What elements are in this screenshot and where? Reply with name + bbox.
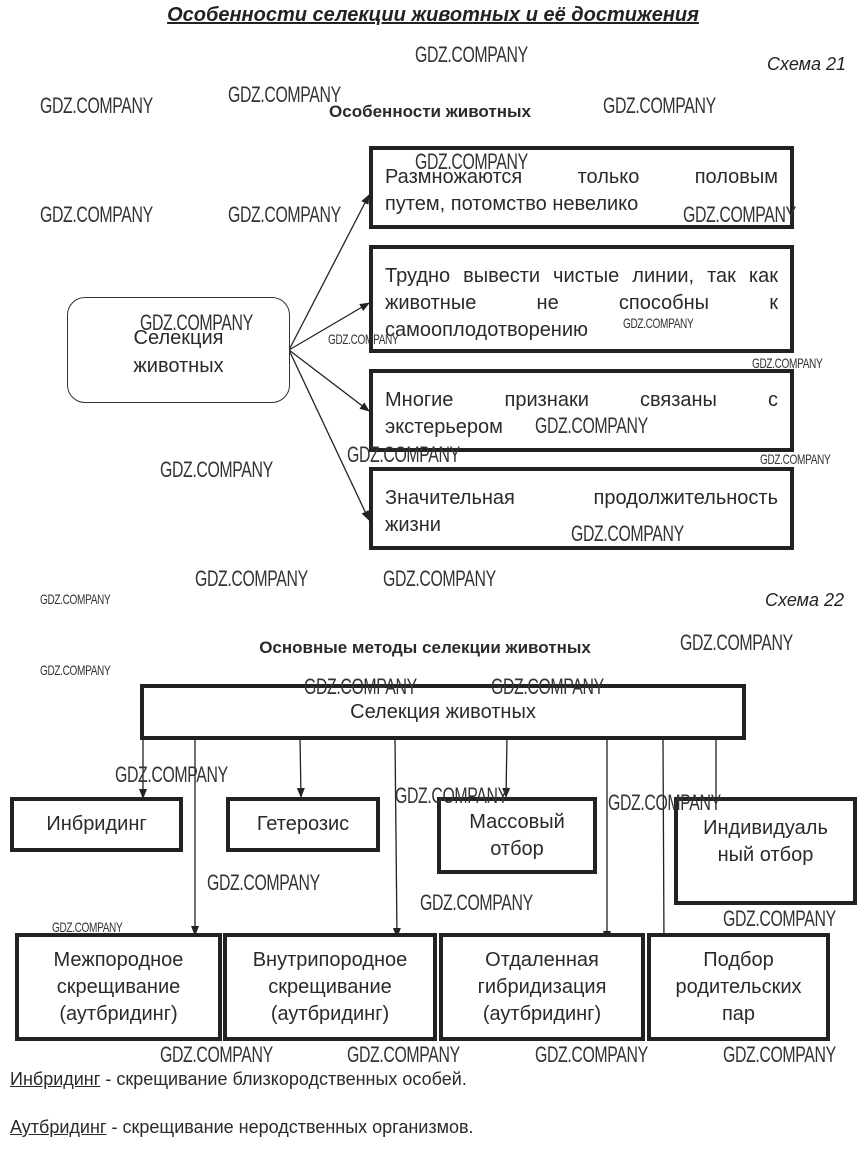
scheme-22-root-node: Селекция животных — [140, 684, 746, 740]
feature-box-3: Многие признаки связаны с экстерьером — [369, 369, 794, 452]
feature-4-text: Значительная продолжительность — [385, 487, 778, 509]
method-distant-hybridization-line2: гибридизация — [477, 975, 607, 998]
method-interbreed-line2: скрещивание — [56, 975, 181, 998]
scheme-21-label: Схема 21 — [767, 54, 846, 74]
feature-4-text-last: жизни — [385, 514, 441, 536]
method-intrabreed-line2: скрещивание — [268, 975, 392, 998]
arrow-mass-selection — [502, 735, 511, 798]
method-inbreeding: Инбридинг — [10, 797, 183, 852]
method-inbreeding-label: Инбридинг — [46, 813, 147, 835]
method-intrabreed-line3: (аутбридинг) — [270, 1002, 390, 1025]
scheme-21-root-node: Селекция животных — [67, 297, 290, 403]
method-mass-selection-line1: Массовый — [469, 810, 565, 833]
method-parent-pair-selection: Подбор родительских пар — [647, 933, 830, 1041]
feature-1-text: Размножаются только половым — [385, 166, 778, 188]
page-title: Особенности селекции животных и её дости… — [167, 4, 699, 26]
method-interbreed-line3: (аутбридинг) — [59, 1002, 178, 1025]
definition-term: Аутбридинг — [10, 1117, 107, 1137]
method-mass-selection-line2: отбор — [490, 837, 544, 860]
definition-term: Инбридинг — [10, 1069, 101, 1089]
method-intrabreed-line1: Внутрипородное — [252, 948, 408, 971]
feature-box-2: Трудно вывести чистые линии, так как жив… — [369, 245, 794, 353]
feature-2-text-last: самооплодотворению — [385, 319, 589, 341]
feature-2-text: Трудно вывести чистые линии, так как жив… — [385, 265, 778, 314]
method-intrabreed-crossing: Внутрипородное скрещивание (аутбридинг) — [223, 933, 437, 1041]
scheme-21-subtitle: Особенности животных — [329, 102, 531, 121]
method-interbreed-line1: Межпородное — [53, 948, 184, 971]
method-mass-selection: Массовый отбор — [437, 797, 597, 874]
scheme-22-subtitle: Основные методы селекции животных — [259, 638, 591, 657]
method-parent-pairs-line1: Подбор — [703, 948, 774, 971]
method-heterosis-label: Гетерозис — [256, 813, 350, 835]
definition-text: - скрещивание близкородственных особей. — [100, 1069, 467, 1089]
method-interbreed-crossing: Межпородное скрещивание (аутбридинг) — [15, 933, 222, 1041]
definition-inbreeding: Инбридинг - скрещивание близкородственны… — [10, 1069, 467, 1090]
method-parent-pairs-line3: пар — [721, 1002, 756, 1025]
method-distant-hybridization-line1: Отдаленная — [485, 948, 599, 971]
definition-outbreeding: Аутбридинг - скрещивание неродственных о… — [10, 1117, 474, 1138]
arrow-feature-1 — [288, 194, 370, 351]
method-individual-selection-line1: Индивидуаль — [703, 817, 828, 839]
method-individual-selection: Индивидуаль ный отбор — [674, 797, 857, 905]
feature-1-text-last: путем, потомство невелико — [385, 193, 639, 215]
method-heterosis: Гетерозис — [226, 797, 380, 852]
arrow-feature-2 — [288, 302, 370, 351]
arrow-feature-4 — [288, 349, 370, 521]
scheme-22-root-label: Селекция животных — [350, 700, 536, 723]
definition-text: - скрещивание неродственных организмов. — [106, 1117, 474, 1137]
arrow-parent-pairs — [659, 737, 668, 948]
arrow-heterosis — [296, 737, 305, 798]
arrow-feature-3 — [288, 349, 370, 412]
arrow-intrabreed — [392, 737, 401, 938]
method-distant-hybridization: Отдаленная гибридизация (аутбридинг) — [439, 933, 645, 1041]
feature-box-1: Размножаются только половым путем, потом… — [369, 146, 794, 229]
feature-3-text: Многие признаки связаны с — [385, 389, 778, 411]
root-line-1: Селекция — [133, 327, 224, 349]
feature-box-4: Значительная продолжительность жизни — [369, 467, 794, 550]
method-distant-hybridization-line3: (аутбридинг) — [482, 1002, 602, 1025]
scheme-22-label: Схема 22 — [765, 590, 844, 610]
feature-3-text-last: экстерьером — [385, 416, 503, 438]
method-parent-pairs-line2: родительских — [675, 975, 802, 998]
root-line-2: животных — [133, 355, 224, 377]
method-individual-selection-line2: ный отбор — [717, 844, 814, 866]
